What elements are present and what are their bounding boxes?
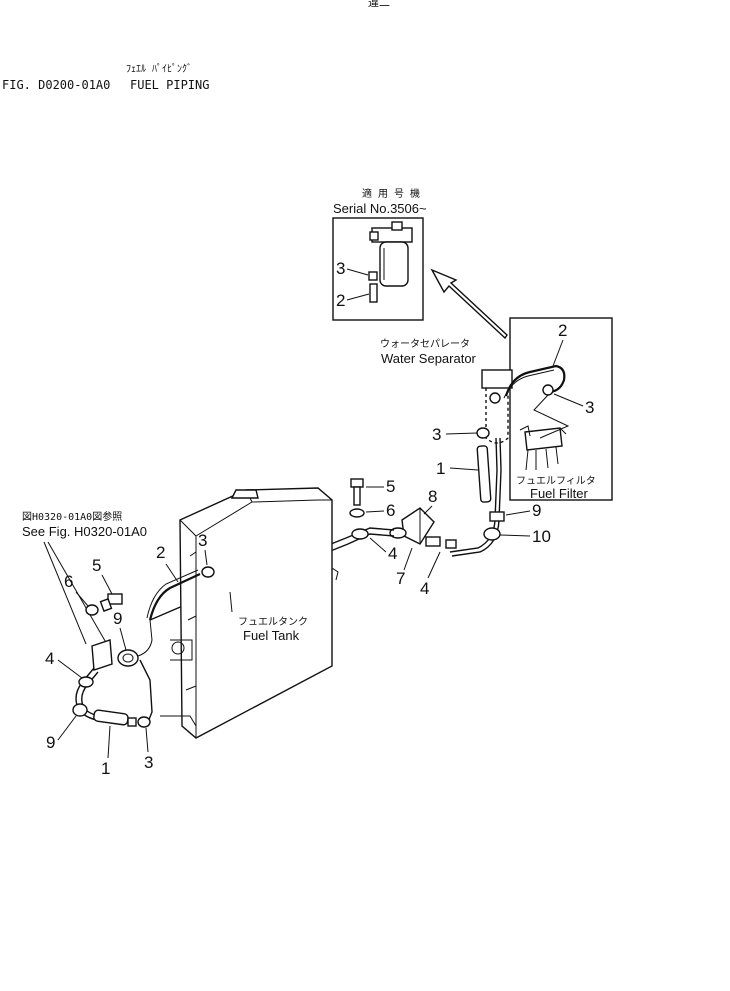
left-clamp-3-lower: [137, 716, 151, 728]
inset-callout-2: 2: [336, 291, 345, 310]
title-japanese: ﾌｪｴﾙ ﾊﾟｲﾋﾟﾝｸﾞ: [126, 63, 192, 75]
serial-inset-box: [332, 217, 424, 321]
fuel-tank-drawing: [160, 487, 339, 739]
left-banjo-9-lower: [72, 703, 88, 717]
fuel-tank-label-jp: フュエルタンク: [238, 616, 308, 628]
callout-4-strainer-left: 4: [388, 544, 397, 563]
inset-label-jp: 適 用 号 機: [362, 187, 420, 200]
callout-3-filter: 3: [585, 398, 594, 417]
inset-water-separator-drawing: [368, 221, 413, 303]
callout-6-right: 6: [386, 501, 395, 520]
callout-2-tank: 2: [156, 543, 165, 562]
callout-1-left: 1: [101, 759, 110, 778]
left-clamp-4: [78, 676, 94, 688]
callout-3-left: 3: [144, 753, 153, 772]
callout-1-upper: 1: [436, 459, 445, 478]
hose-segment-1: [476, 445, 492, 503]
fuel-filter-label-jp: フュエルフィルタ: [516, 475, 596, 487]
callout-5-left: 5: [92, 556, 101, 575]
callout-9-left-lower: 9: [46, 733, 55, 752]
fuel-tank-label: Fuel Tank: [243, 628, 300, 643]
strainer-bolt: [350, 478, 364, 506]
banjo-fitting-right: [489, 511, 505, 522]
inset-serial-label: Serial No.3506~: [333, 201, 427, 216]
fuel-filter-box: [509, 317, 613, 501]
figure-code: FIG. D0200-01A0: [2, 78, 110, 92]
callout-7: 7: [396, 569, 405, 588]
callout-3-upper: 3: [432, 425, 441, 444]
water-separator-label-jp: ウォータセパレータ: [380, 338, 470, 350]
filter-hose-clamp: [542, 384, 554, 396]
inline-strainer: [389, 507, 457, 549]
callout-3-tank: 3: [198, 531, 207, 550]
callout-4-strainer-right: 4: [420, 579, 429, 598]
callout-6-left: 6: [64, 572, 73, 591]
callout-10-right: 10: [532, 527, 551, 546]
inset-pointer-arrow: [430, 268, 508, 340]
figure-title: FUEL PIPING: [130, 78, 209, 92]
callout-9-right: 9: [532, 501, 541, 520]
top-mark: 違二: [368, 0, 390, 9]
see-fig-label-jp: 図H0320-01A0図参照: [22, 510, 122, 523]
filter-hose: [504, 364, 566, 397]
inset-callout-3: 3: [336, 259, 345, 278]
clamp-3-upper: [476, 427, 490, 439]
hose-clamp-4-tank-line: [351, 528, 369, 540]
return-hose: [148, 573, 201, 621]
fuel-filter-drawing: [519, 425, 567, 471]
left-banjo-connector: [91, 639, 139, 671]
see-fig-label: See Fig. H0320-01A0: [22, 524, 147, 539]
water-separator-label: Water Separator: [381, 351, 477, 366]
callout-8: 8: [428, 487, 437, 506]
left-washer: [85, 604, 99, 616]
callout-4-left: 4: [45, 649, 54, 668]
gasket-right: [483, 527, 501, 541]
fuel-filter-label: Fuel Filter: [530, 486, 588, 501]
callout-9-left-upper: 9: [113, 609, 122, 628]
callout-2-filter: 2: [558, 321, 567, 340]
strainer-washer: [349, 508, 365, 518]
callout-5-right: 5: [386, 477, 395, 496]
left-hose-1: [93, 709, 129, 726]
left-bolt: [99, 593, 123, 612]
clamp-3-tank-top: [201, 566, 215, 578]
